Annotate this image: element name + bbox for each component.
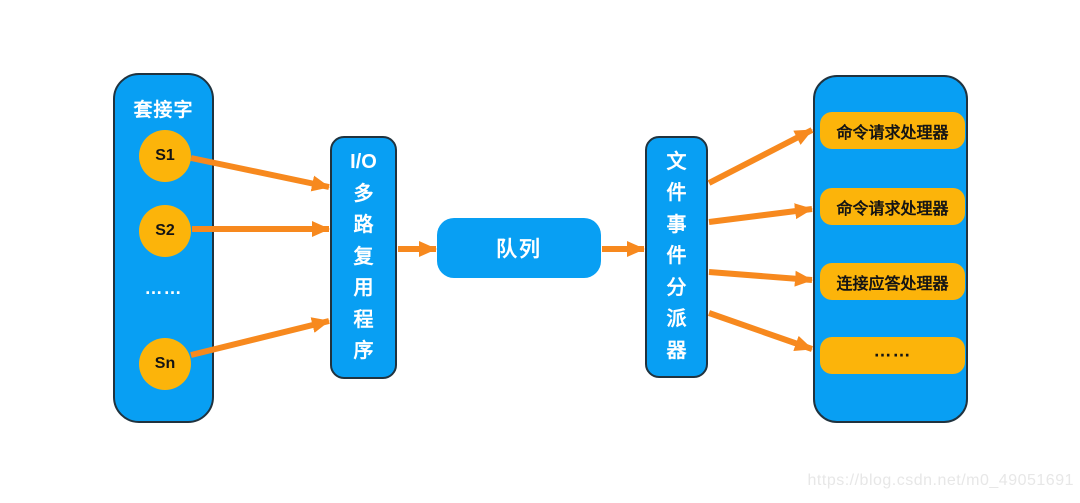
arrow-dispatcher-to-handler-4 [708, 310, 813, 352]
file-event-dispatcher-label: 文件事件分派器 [666, 150, 687, 362]
sockets-ellipsis: …… [144, 277, 183, 298]
watermark-url: https://blog.csdn.net/m0_49051691 [807, 472, 1074, 489]
io-multiplexer-box: I/O多路复用程序 [330, 136, 397, 379]
handler-pill-command-request-1: 命令请求处理器 [820, 112, 965, 149]
handler-pill-ellipsis-label: …… [873, 340, 912, 361]
handlers-panel: 命令请求处理器 命令请求处理器 连接应答处理器 …… [813, 75, 968, 423]
handler-pill-command-request-2: 命令请求处理器 [820, 188, 965, 225]
queue-box: 队列 [437, 218, 601, 278]
file-event-dispatcher-box: 文件事件分派器 [645, 136, 708, 378]
arrow-dispatcher-to-handler-3 [708, 269, 813, 287]
io-multiplexer-label: I/O多路复用程序 [350, 151, 377, 363]
handler-pill-connection-reply: 连接应答处理器 [820, 263, 965, 300]
socket-node-s1: S1 [139, 130, 191, 182]
sockets-panel-title: 套接字 [133, 100, 194, 121]
arrow-dispatcher-to-handler-2 [708, 203, 813, 225]
handler-pill-ellipsis: …… [820, 337, 965, 374]
arrow-dispatcher-to-handler-1 [707, 127, 814, 186]
socket-node-s2: S2 [139, 205, 191, 257]
sockets-panel: 套接字 S1 S2 …… Sn [113, 73, 214, 423]
socket-node-sn: Sn [139, 338, 191, 390]
